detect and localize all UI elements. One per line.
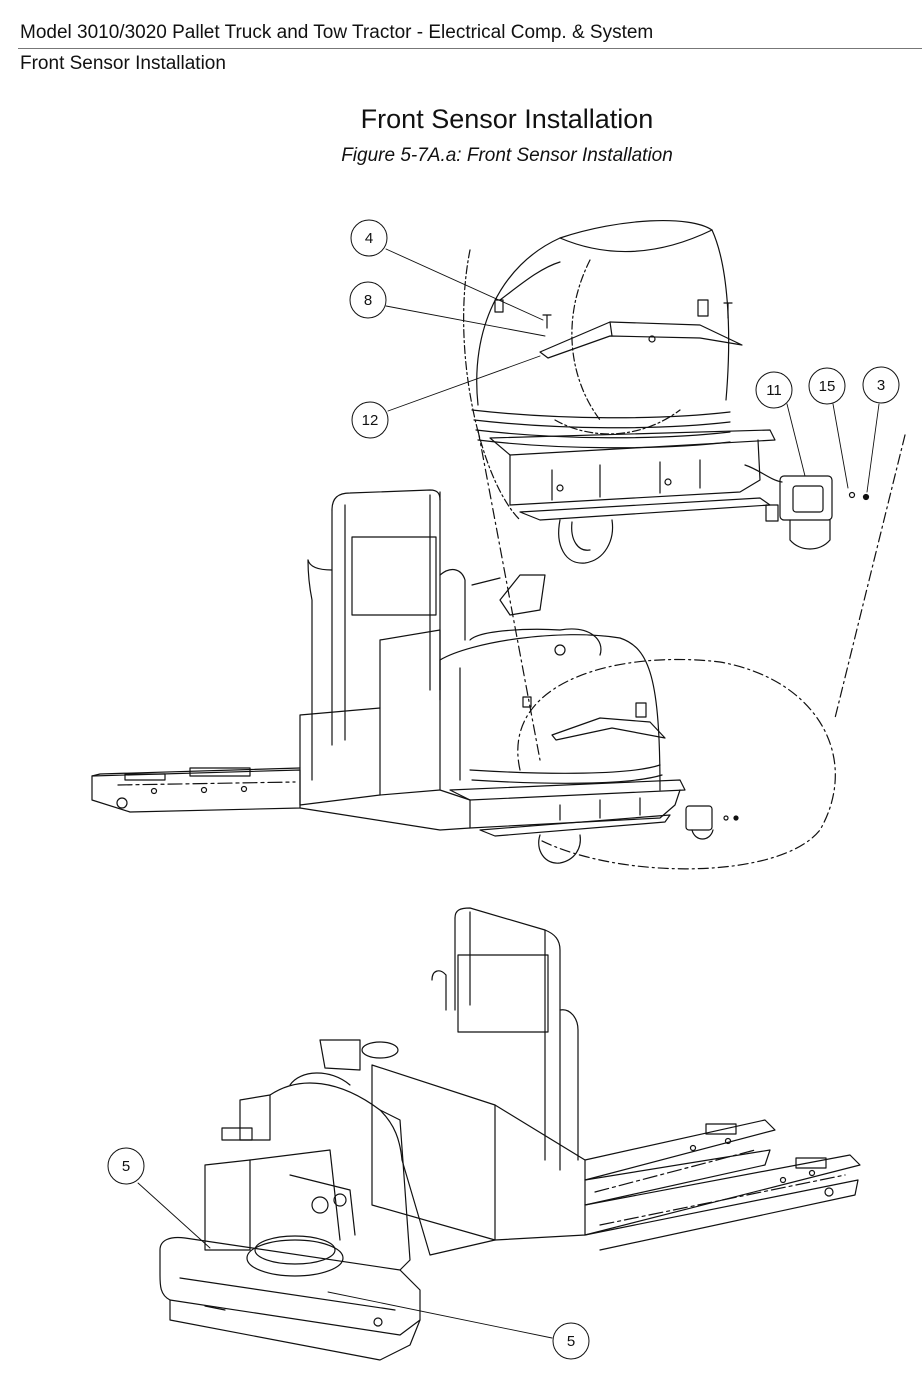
document-header-title: Model 3010/3020 Pallet Truck and Tow Tra… [20, 22, 654, 43]
pallet-truck-rear-view [159, 907, 861, 1361]
callout-15: 15 [808, 367, 846, 405]
callout-3: 3 [862, 366, 900, 404]
front-sensor-detail [744, 464, 870, 550]
detail-view-front-housing [463, 220, 776, 564]
callout-4: 4 [350, 219, 388, 257]
svg-text:15: 15 [819, 378, 836, 395]
callout-5-bottom: 5 [552, 1322, 590, 1360]
callout-leader-lines [137, 248, 880, 1339]
document-section-label: Front Sensor Installation [20, 53, 226, 74]
callout-8: 8 [349, 281, 387, 319]
header-divider [18, 48, 922, 49]
page-title: Front Sensor Installation [360, 104, 654, 134]
svg-text:4: 4 [365, 230, 373, 247]
svg-text:12: 12 [362, 412, 379, 429]
svg-text:3: 3 [877, 377, 885, 394]
callout-11: 11 [755, 371, 793, 409]
svg-text:5: 5 [567, 1333, 575, 1350]
callout-12: 12 [351, 401, 389, 439]
pallet-truck-front-view [91, 429, 906, 870]
svg-text:5: 5 [122, 1158, 130, 1175]
callout-5-left: 5 [107, 1147, 145, 1185]
svg-text:8: 8 [364, 292, 372, 309]
svg-text:11: 11 [766, 382, 782, 399]
figure-caption: Figure 5-7A.a: Front Sensor Installation [341, 145, 673, 166]
